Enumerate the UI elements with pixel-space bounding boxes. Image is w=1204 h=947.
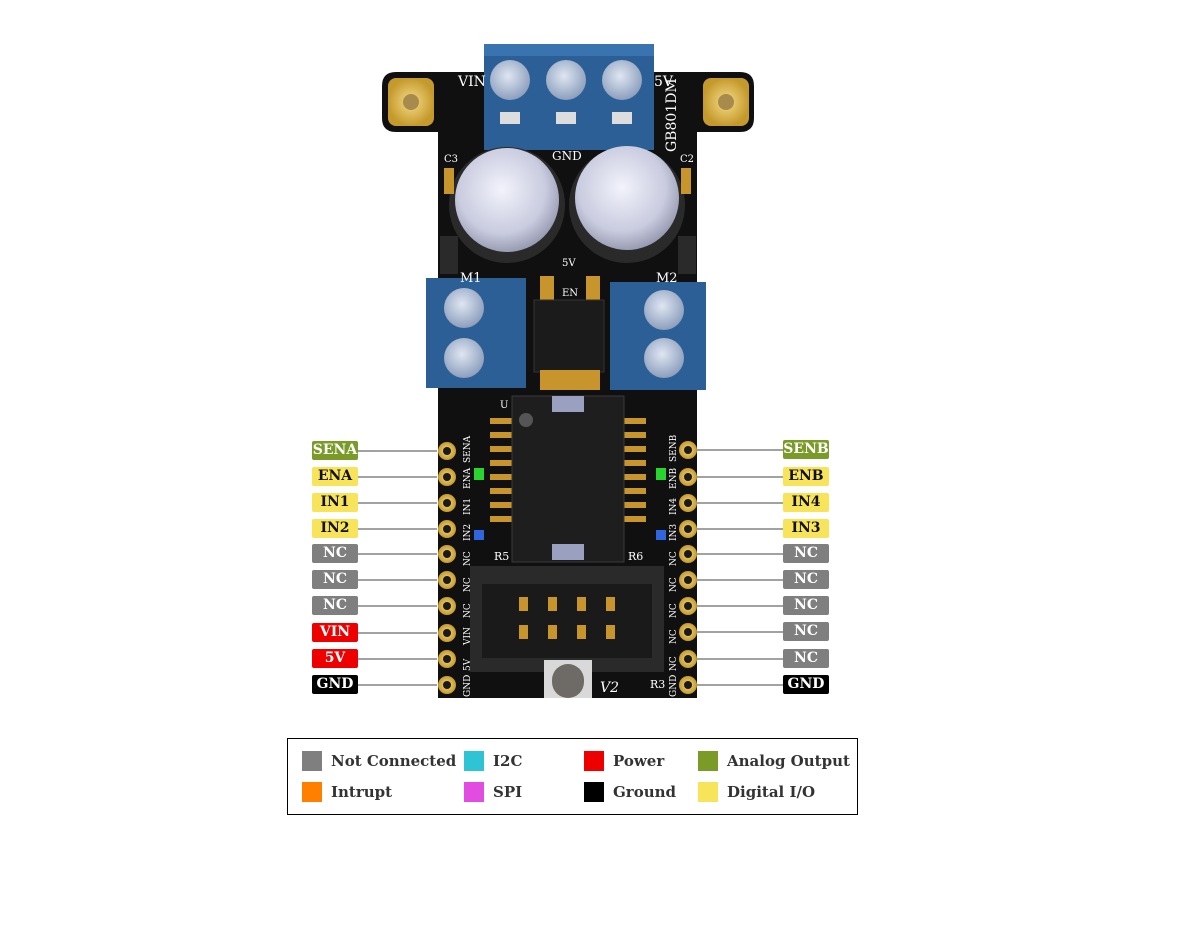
legend-swatch [302, 782, 322, 802]
idc-header [470, 566, 664, 698]
pin-label-right-in3: IN3 [783, 519, 829, 538]
silk-m2: M2 [656, 271, 678, 286]
silk-right-9: GND [669, 675, 679, 697]
silk-right-5: NC [669, 577, 679, 592]
legend-label: Intrupt [331, 783, 393, 801]
silk-en: EN [562, 288, 578, 299]
silk-model: GB801DM [664, 78, 680, 152]
pin-label-right-nc: NC [783, 570, 829, 589]
power-terminal-block [484, 44, 654, 150]
pin-label-right-in4: IN4 [783, 493, 829, 512]
leader-lines-right [697, 449, 783, 686]
legend-swatch [584, 751, 604, 771]
silk-right-3: IN3 [669, 524, 679, 541]
legend-label: Digital I/O [727, 783, 816, 801]
smd-components [440, 168, 696, 304]
silk-c3: C3 [444, 154, 458, 165]
silk-r5: R5 [494, 550, 509, 563]
mounting-hole-left [388, 78, 434, 126]
legend-swatch [698, 782, 718, 802]
leader-lines-left [358, 450, 437, 686]
capacitor-right [569, 146, 685, 263]
pin-label-right-nc: NC [783, 596, 829, 615]
pin-label-right-nc: NC [783, 622, 829, 641]
silk-left-7: VIN [463, 627, 473, 646]
silk-right-4: NC [669, 551, 679, 566]
silk-c2: C2 [680, 154, 694, 165]
silk-left-4: NC [463, 551, 473, 566]
silk-5v: 5V [654, 74, 674, 90]
pin-label-left-nc: NC [312, 544, 358, 563]
silk-right-0: SENB [669, 434, 679, 462]
silk-left-5: NC [463, 577, 473, 592]
silk-left-2: IN1 [463, 498, 473, 515]
legend-label: I2C [493, 752, 523, 770]
legend-swatch [302, 751, 322, 771]
driver-ic [490, 395, 646, 563]
silk-gnd: GND [552, 149, 582, 163]
legend-swatch [464, 782, 484, 802]
silk-left-8: 5V [463, 658, 473, 671]
silk-5v-small: 5V [562, 258, 576, 269]
capacitor-left [449, 147, 565, 263]
pin-label-left-nc: NC [312, 596, 358, 615]
voltage-regulator [533, 299, 605, 390]
pin-label-right-nc: NC [783, 544, 829, 563]
legend-label: Analog Output [727, 752, 850, 770]
pin-label-left-sena: SENA [312, 441, 358, 460]
legend-label: Not Connected [331, 752, 457, 770]
silk-right-7: NC [669, 629, 679, 644]
silk-left-9: GND [463, 675, 473, 697]
silk-right-6: NC [669, 603, 679, 618]
silk-r6: R6 [628, 550, 643, 563]
pin-label-right-nc: NC [783, 649, 829, 668]
silk-v2: V2 [600, 680, 619, 696]
silk-vin: VIN [457, 74, 486, 90]
silk-r3: R3 [650, 678, 665, 691]
pin-label-left-nc: NC [312, 570, 358, 589]
pin-label-right-gnd: GND [783, 675, 829, 694]
silk-left-3: IN2 [463, 524, 473, 541]
silk-left-6: NC [463, 603, 473, 618]
legend-swatch [698, 751, 718, 771]
silk-right-8: NC [669, 656, 679, 671]
silk-left-1: ENA [463, 468, 473, 489]
legend-label: Ground [613, 783, 677, 801]
pin-label-right-enb: ENB [783, 467, 829, 486]
pin-label-left-in1: IN1 [312, 493, 358, 512]
silk-u: U [500, 400, 508, 411]
motor-terminal-m1 [426, 278, 526, 388]
pin-label-left-ena: ENA [312, 467, 358, 486]
legend-label: SPI [493, 783, 523, 801]
pin-label-left-in2: IN2 [312, 519, 358, 538]
pin-label-left-gnd: GND [312, 675, 358, 694]
pin-label-left-vin: VIN [312, 623, 358, 642]
silk-m1: M1 [460, 271, 482, 286]
mounting-hole-right [703, 78, 749, 126]
silk-left-0: SENA [463, 435, 473, 463]
legend-swatch [584, 782, 604, 802]
pin-label-left-5v: 5V [312, 649, 358, 668]
motor-terminal-m2 [610, 282, 706, 390]
silk-right-1: ENB [669, 468, 679, 489]
silk-right-2: IN4 [669, 498, 679, 515]
legend-label: Power [613, 752, 665, 770]
pin-label-right-senb: SENB [783, 440, 829, 459]
status-leds [474, 468, 666, 540]
legend-swatch [464, 751, 484, 771]
